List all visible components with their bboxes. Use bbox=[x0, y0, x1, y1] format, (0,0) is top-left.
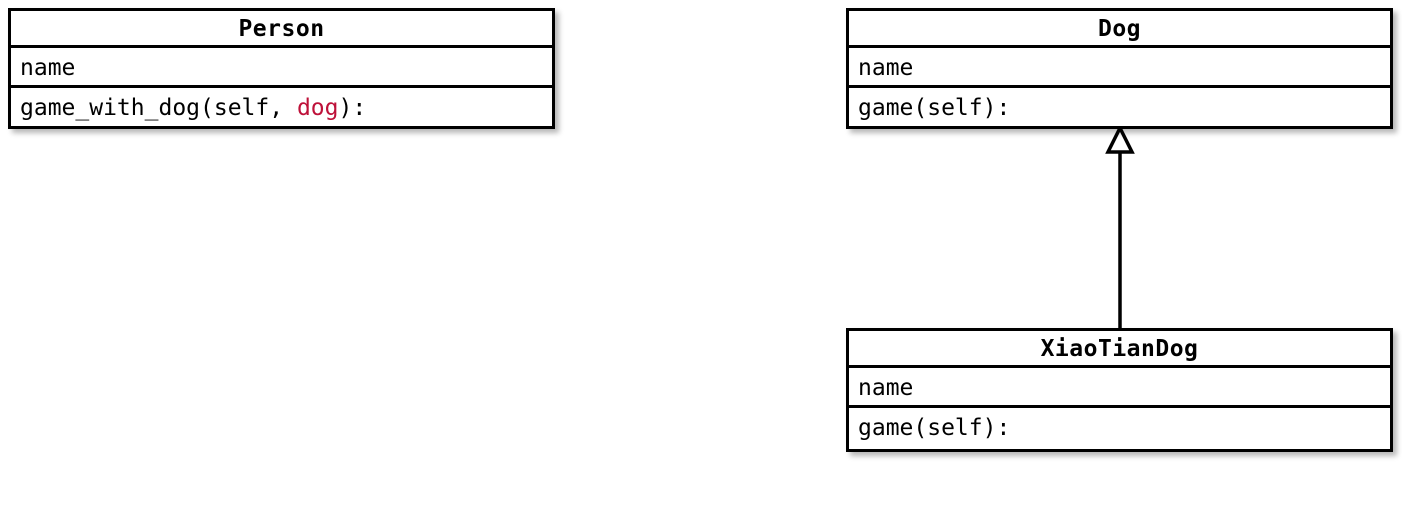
generalization-connector-xiaotiandog-to-dog[interactable] bbox=[1097, 124, 1143, 331]
class-method-xiaotiandog-game: game(self): bbox=[858, 415, 1011, 441]
class-method-person-game-with-dog: game_with_dog(self, dog): bbox=[11, 88, 552, 128]
hollow-triangle-arrowhead bbox=[1105, 124, 1135, 154]
class-box-dog[interactable]: Dog name game(self): bbox=[846, 8, 1393, 129]
generalization-arrow-icon bbox=[1105, 124, 1135, 331]
class-title-person: Person bbox=[11, 11, 552, 48]
class-attribute-dog-name: name bbox=[849, 48, 1390, 88]
class-title-xiaotiandog: XiaoTianDog bbox=[849, 331, 1390, 368]
class-method-dog-game: game(self): bbox=[858, 95, 1011, 121]
class-attribute-person-name: name bbox=[11, 48, 552, 88]
class-box-person[interactable]: Person name game_with_dog(self, dog): bbox=[8, 8, 555, 129]
class-title-dog: Dog bbox=[849, 11, 1390, 48]
method-parameter-dog: dog bbox=[296, 95, 339, 121]
method-signature-suffix: ): bbox=[338, 95, 367, 121]
class-attribute-xiaotiandog-name: name bbox=[849, 368, 1390, 408]
class-box-xiaotiandog[interactable]: XiaoTianDog name game(self): bbox=[846, 328, 1393, 452]
method-signature-prefix: game_with_dog(self, bbox=[20, 95, 297, 121]
